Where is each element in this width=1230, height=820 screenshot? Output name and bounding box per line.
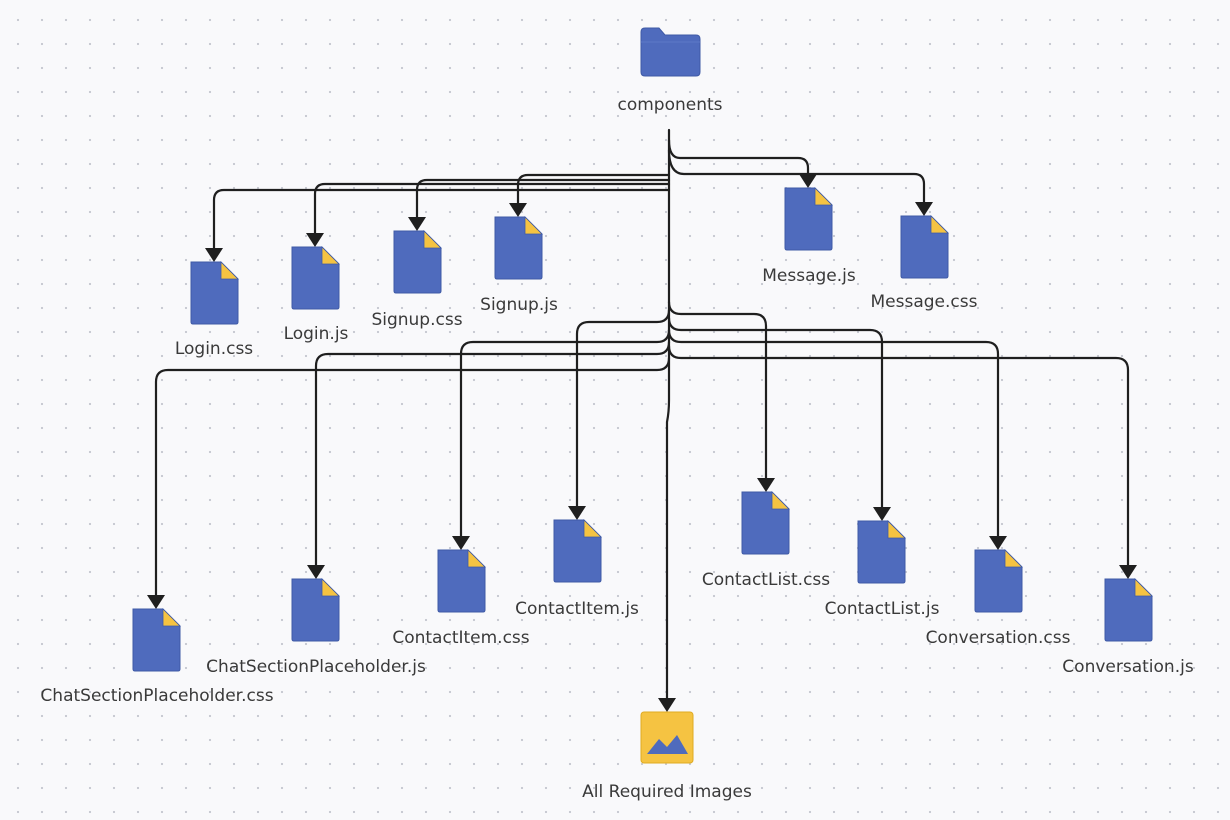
- connector-message-css: [667, 148, 926, 206]
- connector-contactlist-js: [667, 316, 884, 511]
- file-node-contactlist-css[interactable]: ContactList.css: [702, 491, 830, 590]
- connector-contactitem-js: [575, 308, 671, 510]
- arrow-conversation-js: [1119, 565, 1137, 579]
- file-label: Message.js: [762, 266, 856, 286]
- connector-contactitem-css: [459, 328, 671, 540]
- file-node-login-css[interactable]: Login.css: [175, 261, 253, 359]
- images-label: All Required Images: [582, 782, 752, 802]
- file-label: ContactList.js: [825, 599, 940, 619]
- file-label: Signup.css: [371, 310, 462, 330]
- file-icon: [553, 519, 602, 583]
- arrow-contactitem-js: [568, 506, 586, 520]
- file-node-contactitem-css[interactable]: ContactItem.css: [392, 549, 530, 648]
- connector-login-js: [313, 182, 671, 237]
- file-icon: [190, 261, 239, 325]
- file-label: Conversation.js: [1062, 657, 1194, 677]
- file-node-conversation-js[interactable]: Conversation.js: [1062, 578, 1194, 677]
- file-label: ContactItem.js: [515, 599, 639, 619]
- arrow-contactlist-css: [757, 478, 775, 492]
- file-icon: [494, 216, 543, 280]
- file-icon: [393, 230, 442, 294]
- arrow-login-css: [205, 248, 223, 262]
- arrow-contactlist-js: [873, 507, 891, 521]
- connector-login-css: [212, 188, 671, 252]
- arrow-message-css: [915, 202, 933, 216]
- connector-chatsection-js: [314, 340, 671, 569]
- file-node-conversation-css[interactable]: Conversation.css: [926, 549, 1071, 648]
- file-label: Login.js: [284, 324, 349, 344]
- file-node-contactitem-js[interactable]: ContactItem.js: [515, 519, 639, 619]
- arrow-message-js: [799, 174, 817, 188]
- image-icon: [640, 711, 694, 764]
- file-node-login-js[interactable]: Login.js: [284, 246, 349, 344]
- arrow-chatsection-css: [147, 595, 165, 609]
- file-label: ContactList.css: [702, 570, 830, 590]
- file-label: ChatSectionPlaceholder.css: [40, 686, 273, 706]
- file-node-signup-js[interactable]: Signup.js: [480, 216, 558, 315]
- connector-message-js: [667, 138, 810, 178]
- arrow-contactitem-css: [452, 536, 470, 550]
- file-label: Conversation.css: [926, 628, 1071, 648]
- connector-trunk: [665, 128, 671, 702]
- arrow-chatsection-js: [307, 565, 325, 579]
- file-label: ChatSectionPlaceholder.js: [206, 657, 426, 677]
- arrow-signup-js: [509, 203, 527, 217]
- connector-signup-css: [415, 178, 671, 221]
- file-node-message-css[interactable]: Message.css: [871, 215, 978, 312]
- file-label: ContactItem.css: [392, 628, 529, 648]
- arrow-signup-css: [408, 217, 426, 231]
- connector-signup-js: [516, 173, 671, 207]
- file-node-chatsectionplaceholder-js[interactable]: ChatSectionPlaceholder.js: [206, 578, 426, 677]
- arrow-images: [658, 698, 676, 712]
- file-icon: [784, 187, 833, 251]
- arrow-login-js: [306, 233, 324, 247]
- connector-lines: [147, 128, 1137, 712]
- root-folder-node[interactable]: components: [617, 27, 723, 115]
- file-icon: [291, 578, 340, 642]
- file-icon: [291, 246, 340, 310]
- file-node-message-js[interactable]: Message.js: [762, 187, 856, 286]
- file-icon: [1104, 578, 1153, 642]
- file-icon: [974, 549, 1023, 613]
- connector-chatsection-css: [154, 356, 671, 599]
- file-label: Login.css: [175, 339, 253, 359]
- connector-conversation-js: [667, 344, 1130, 569]
- root-folder-label: components: [617, 95, 722, 115]
- file-icon: [741, 491, 790, 555]
- file-icon: [132, 608, 181, 672]
- file-icon: [857, 520, 906, 584]
- file-node-signup-css[interactable]: Signup.css: [371, 230, 463, 330]
- arrow-conversation-css: [989, 536, 1007, 550]
- file-node-contactlist-js[interactable]: ContactList.js: [825, 520, 940, 619]
- folder-icon: [640, 27, 701, 77]
- file-icon: [900, 215, 949, 279]
- connector-contactlist-css: [667, 300, 768, 482]
- file-label: Signup.js: [480, 295, 558, 315]
- images-node[interactable]: All Required Images: [582, 711, 752, 802]
- file-node-chatsectionplaceholder-css[interactable]: ChatSectionPlaceholder.css: [40, 608, 274, 706]
- connector-conversation-css: [667, 328, 1000, 540]
- file-icon: [437, 549, 486, 613]
- file-label: Message.css: [871, 292, 978, 312]
